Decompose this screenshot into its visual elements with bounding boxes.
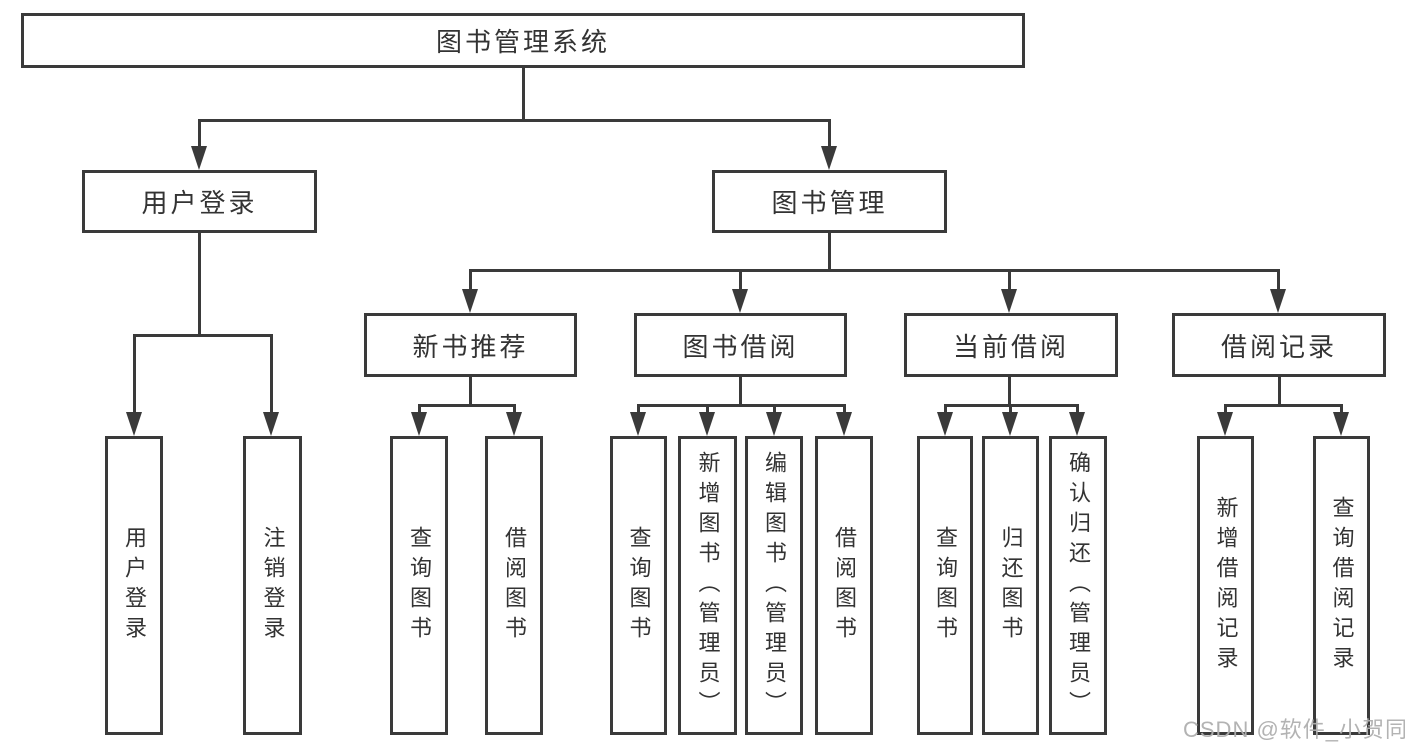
node-label: 用户登录 bbox=[141, 188, 258, 218]
node-leaf-br-add-record: 新增借阅记录 bbox=[1197, 436, 1254, 735]
arrow-down-icon bbox=[766, 412, 782, 436]
node-leaf-cb-return-book: 归还图书 bbox=[982, 436, 1039, 735]
connector-line bbox=[739, 377, 742, 407]
node-label: 查询图书 bbox=[933, 525, 958, 646]
node-label: 注销登录 bbox=[260, 525, 286, 646]
node-leaf-rec-borrow-book: 借阅图书 bbox=[485, 436, 543, 735]
node-leaf-user-login: 用户登录 bbox=[105, 436, 163, 735]
connector-line bbox=[1277, 269, 1280, 289]
node-leaf-logout: 注销登录 bbox=[243, 436, 302, 735]
arrow-down-icon bbox=[1002, 412, 1018, 436]
arrow-down-icon bbox=[699, 412, 715, 436]
connector-line bbox=[198, 233, 201, 337]
arrow-down-icon bbox=[126, 412, 142, 436]
node-label: 新书推荐 bbox=[412, 331, 529, 362]
node-label: 新增图书（管理员） bbox=[695, 450, 721, 721]
node-label: 当前借阅 bbox=[952, 331, 1069, 362]
node-label: 确认归还（管理员） bbox=[1066, 450, 1091, 721]
connector-line bbox=[773, 404, 776, 413]
node-current-borrow: 当前借阅 bbox=[904, 313, 1118, 377]
arrow-down-icon bbox=[821, 146, 837, 170]
node-leaf-cb-query-book: 查询图书 bbox=[917, 436, 973, 735]
connector-line bbox=[739, 269, 742, 289]
node-root-library-system: 图书管理系统 bbox=[21, 13, 1025, 68]
connector-line bbox=[944, 404, 947, 413]
connector-line bbox=[418, 404, 421, 413]
arrow-down-icon bbox=[191, 146, 207, 170]
arrow-down-icon bbox=[937, 412, 953, 436]
connector-line bbox=[469, 377, 472, 407]
node-label: 归还图书 bbox=[998, 525, 1024, 646]
node-label: 查询图书 bbox=[407, 525, 432, 646]
connector-line bbox=[270, 334, 273, 412]
connector-line bbox=[637, 404, 640, 413]
arrow-down-icon bbox=[1270, 289, 1286, 313]
arrow-down-icon bbox=[1333, 412, 1349, 436]
arrow-down-icon bbox=[411, 412, 427, 436]
node-borrow-record: 借阅记录 bbox=[1172, 313, 1386, 377]
node-leaf-bb-query-book: 查询图书 bbox=[610, 436, 667, 735]
node-label: 图书借阅 bbox=[682, 331, 799, 362]
node-user-login: 用户登录 bbox=[82, 170, 317, 233]
node-book-borrow: 图书借阅 bbox=[634, 313, 847, 377]
connector-line bbox=[513, 404, 516, 413]
connector-line bbox=[1340, 404, 1343, 413]
node-leaf-cb-confirm-return-admin: 确认归还（管理员） bbox=[1049, 436, 1107, 735]
connector-line bbox=[469, 269, 472, 289]
connector-line bbox=[133, 334, 273, 337]
connector-line bbox=[133, 334, 136, 412]
node-label: 新增借阅记录 bbox=[1213, 495, 1239, 676]
connector-line bbox=[1224, 404, 1227, 413]
node-label: 图书管理系统 bbox=[435, 27, 610, 57]
connector-line bbox=[1008, 377, 1011, 407]
connector-line bbox=[706, 404, 709, 413]
connector-line bbox=[1278, 377, 1281, 407]
arrow-down-icon bbox=[1001, 289, 1017, 313]
connector-line bbox=[522, 68, 525, 120]
node-leaf-bb-add-book-admin: 新增图书（管理员） bbox=[678, 436, 737, 735]
node-leaf-bb-borrow-book: 借阅图书 bbox=[815, 436, 873, 735]
node-label: 查询借阅记录 bbox=[1329, 495, 1355, 676]
node-label: 编辑图书（管理员） bbox=[762, 450, 787, 721]
node-label: 借阅图书 bbox=[832, 525, 857, 646]
connector-line bbox=[418, 404, 516, 407]
node-book-management: 图书管理 bbox=[712, 170, 947, 233]
node-label: 查询图书 bbox=[626, 525, 652, 646]
arrow-down-icon bbox=[630, 412, 646, 436]
connector-line bbox=[1224, 404, 1342, 407]
node-leaf-br-query-record: 查询借阅记录 bbox=[1313, 436, 1370, 735]
connector-line bbox=[637, 404, 845, 407]
node-leaf-rec-query-book: 查询图书 bbox=[390, 436, 448, 735]
connector-line bbox=[828, 119, 831, 147]
arrow-down-icon bbox=[506, 412, 522, 436]
node-label: 借阅图书 bbox=[502, 525, 527, 646]
arrow-down-icon bbox=[1069, 412, 1085, 436]
connector-line bbox=[1008, 269, 1011, 289]
connector-line bbox=[1076, 404, 1079, 413]
arrow-down-icon bbox=[263, 412, 279, 436]
connector-line bbox=[1009, 404, 1012, 413]
arrow-down-icon bbox=[462, 289, 478, 313]
arrow-down-icon bbox=[1217, 412, 1233, 436]
arrow-down-icon bbox=[732, 289, 748, 313]
node-new-book-recommend: 新书推荐 bbox=[364, 313, 577, 377]
node-label: 用户登录 bbox=[122, 525, 147, 646]
node-label: 借阅记录 bbox=[1220, 331, 1337, 362]
node-label: 图书管理 bbox=[771, 188, 888, 218]
connector-line bbox=[198, 119, 831, 122]
arrow-down-icon bbox=[836, 412, 852, 436]
connector-line bbox=[843, 404, 846, 413]
connector-line bbox=[198, 119, 201, 147]
connector-line bbox=[828, 233, 831, 272]
connector-line bbox=[469, 269, 1280, 272]
node-leaf-bb-edit-book-admin: 编辑图书（管理员） bbox=[745, 436, 803, 735]
csdn-watermark: CSDN @软件_小贺同学 bbox=[1183, 717, 1405, 742]
